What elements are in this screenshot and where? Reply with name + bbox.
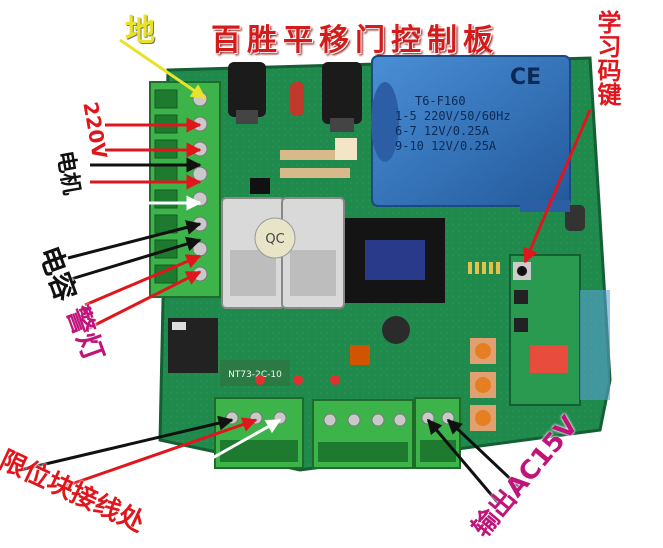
transformer-line3: 9-10 12V/0.25A — [395, 139, 497, 153]
arrows-limit-block — [19, 415, 282, 512]
arrows-motor — [90, 157, 202, 211]
inductor — [345, 218, 445, 303]
left-terminal-block — [149, 81, 221, 298]
transformer-label: CE T6-F160 1-5 220V/50/60Hz 6-7 12V/0.25… — [395, 67, 555, 154]
board-title: 百胜平移门控制板 — [211, 23, 499, 58]
arrows-capacitor — [67, 220, 202, 282]
learn-key-button — [513, 262, 531, 280]
transformer-line1: 1-5 220V/50/60Hz — [395, 109, 511, 123]
daughter-board — [509, 254, 610, 406]
relay-text: NT73-2C-10 — [228, 370, 282, 380]
transformer-model: T6-F160 — [415, 94, 466, 108]
label-learn-key: 学习码键 — [593, 10, 621, 106]
push-buttons — [470, 338, 496, 431]
arrow-ground — [119, 38, 207, 100]
label-ground: 地 — [119, 14, 154, 44]
arrows-220v — [105, 117, 202, 158]
bottom-terminal-blocks — [214, 397, 461, 469]
fuse-holders — [228, 62, 362, 132]
arrows-warning-light — [84, 254, 202, 332]
arrows-output-ac — [426, 418, 522, 506]
qc-sticker: QC — [265, 232, 284, 247]
transformer — [371, 55, 571, 212]
small-relay — [168, 318, 218, 373]
pin-header — [468, 262, 500, 274]
status-leds — [255, 375, 340, 385]
relay-label-block: NT73-2C-10 — [220, 360, 290, 386]
relays: QC — [221, 197, 345, 309]
arrow-learn-key — [523, 109, 592, 264]
transformer-line2: 6-7 12V/0.25A — [395, 124, 489, 138]
transformer-ce-mark: CE — [510, 65, 542, 90]
